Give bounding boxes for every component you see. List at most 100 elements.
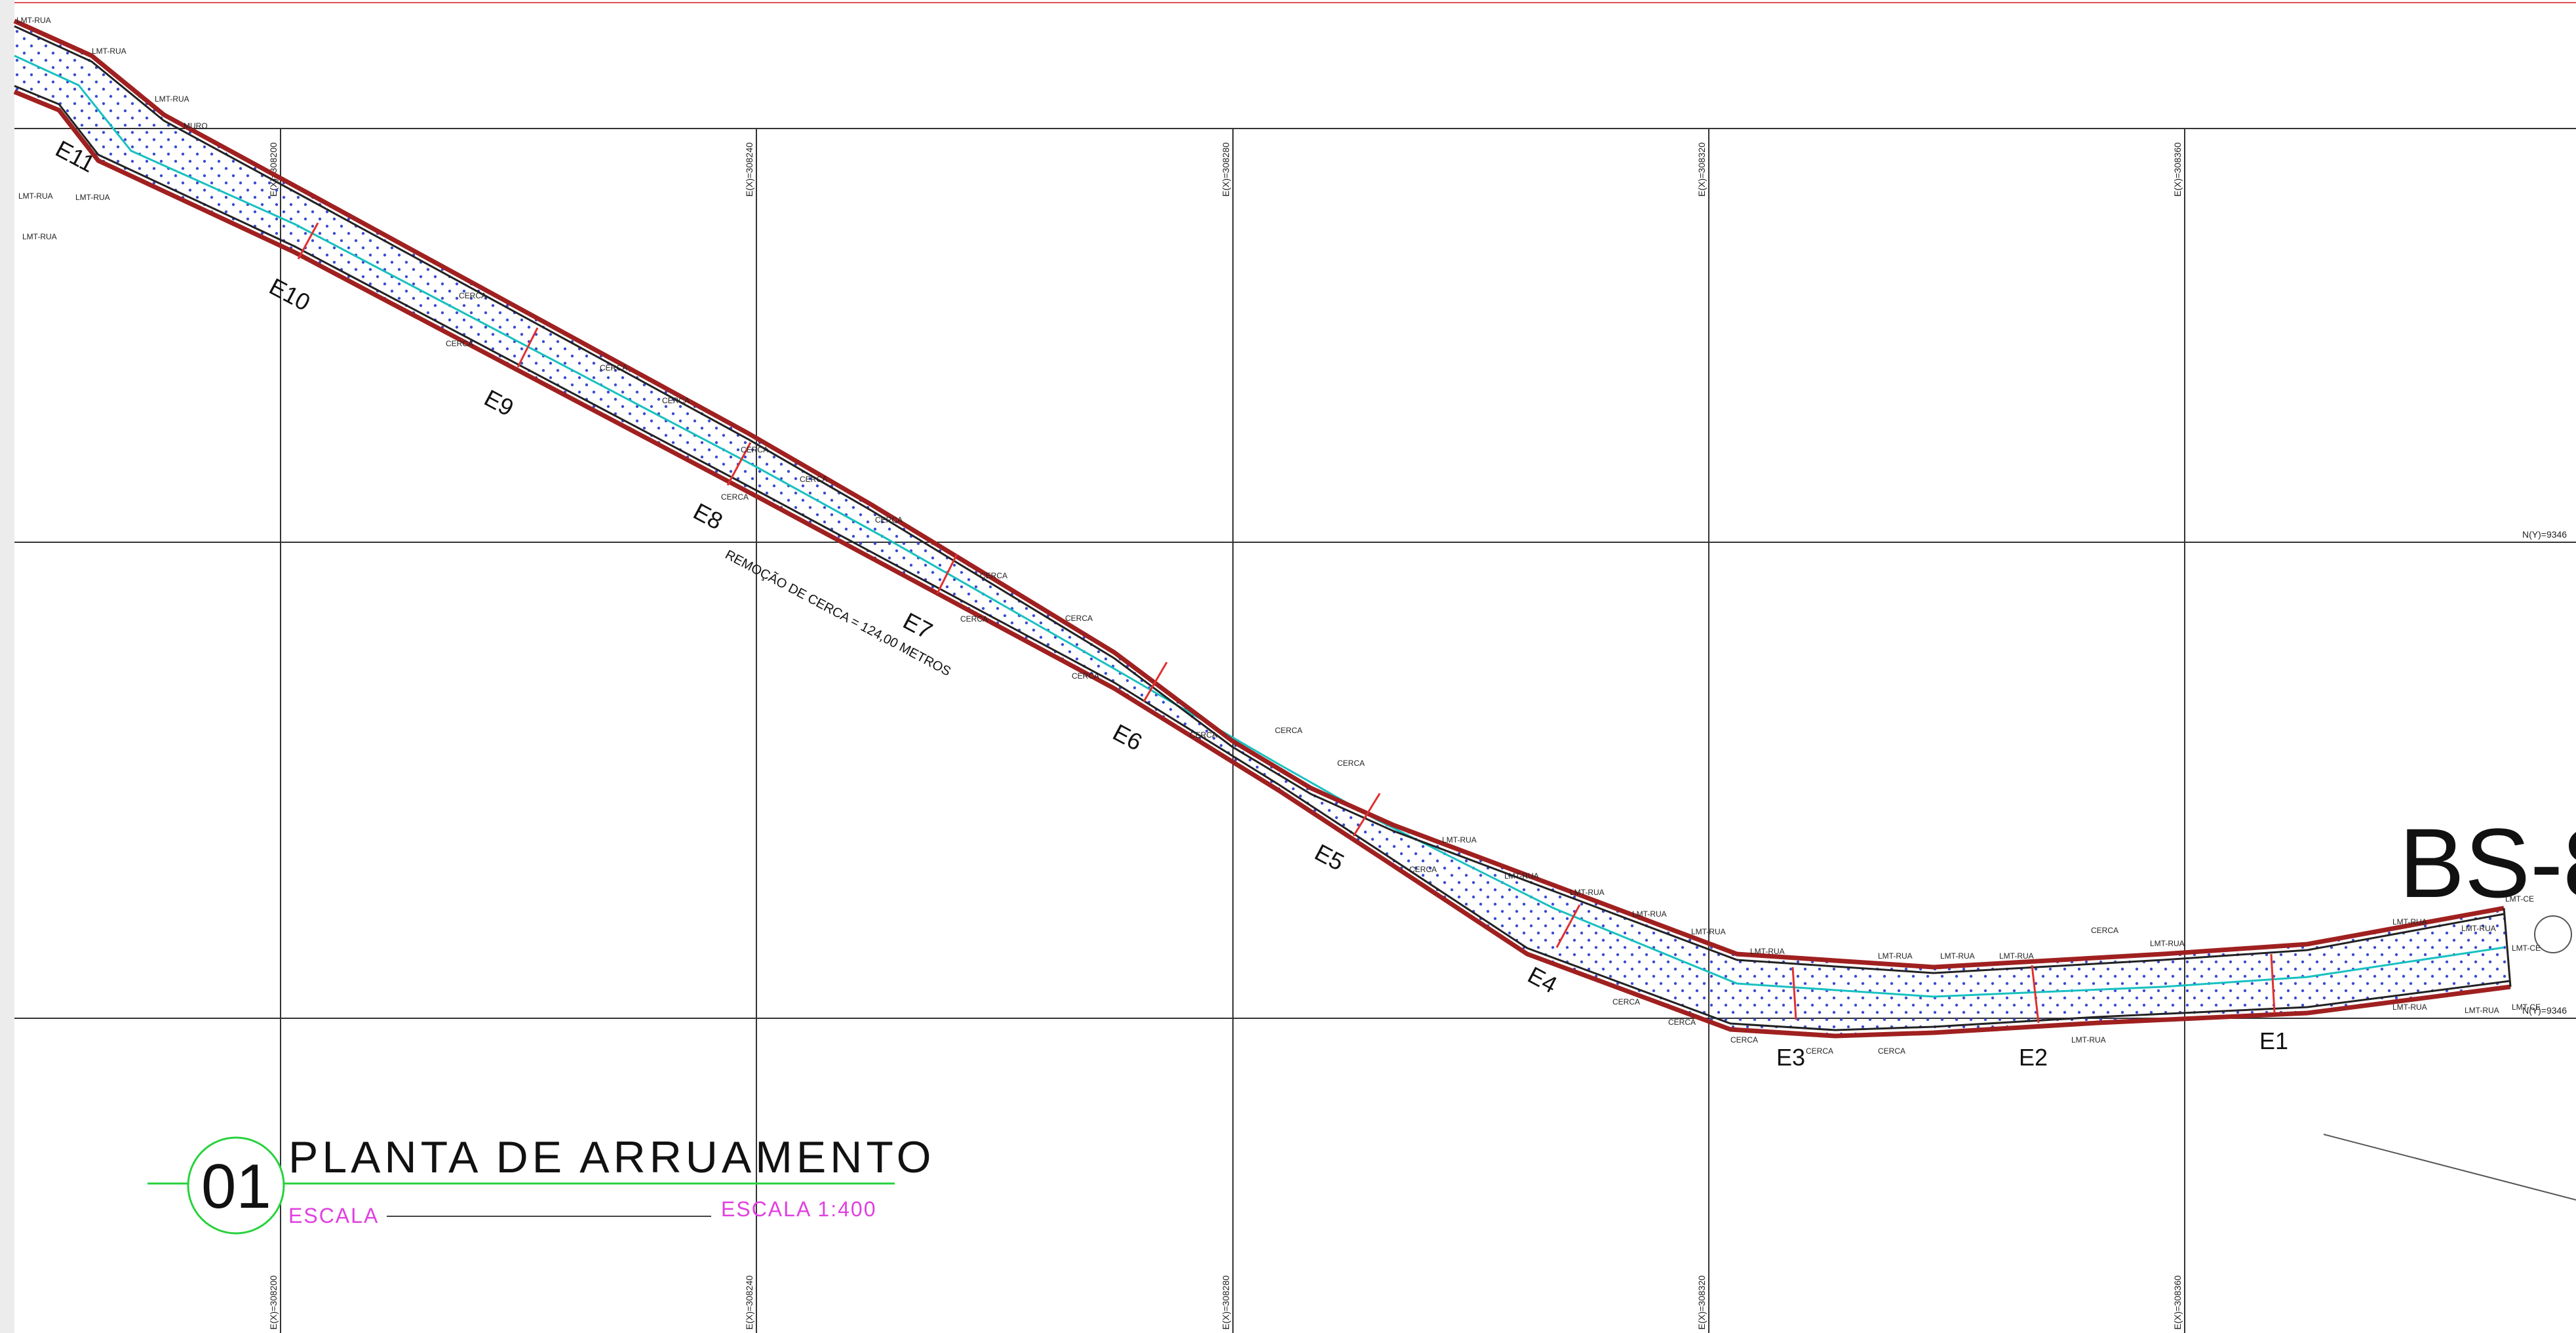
annotation-lmt-rua: LMT-RUA: [155, 94, 189, 104]
station-label-e9: E9: [480, 384, 518, 422]
section-cuts: [297, 222, 2276, 1024]
fence-line-north: [14, 25, 2505, 974]
annotation-cerca: CERCA: [1275, 726, 1302, 735]
fence-line-south: [14, 85, 2511, 1031]
annotation-lmt-rua: LMT-RUA: [22, 232, 57, 241]
easting-label: E(X)=308200: [268, 1275, 279, 1330]
annotation-lmt-rua: LMT-RUA: [1750, 947, 1785, 956]
sheet-number: 01: [201, 1151, 271, 1222]
northing-label: N(Y)=9346: [2522, 529, 2567, 540]
annotation-cerca: CERCA: [1337, 759, 1365, 768]
annotation-lmt-rua: LMT-RUA: [2465, 1006, 2499, 1015]
annotation-lmt-rua: LMT-RUA: [1940, 951, 1975, 961]
street-limit-south: [13, 89, 2511, 1039]
annotation-cerca: CERCA: [459, 291, 486, 300]
section-cut: [1352, 793, 1381, 837]
station-label-e2: E2: [2019, 1044, 2048, 1071]
easting-label: E(X)=308280: [1220, 1275, 1231, 1330]
section-cut: [1791, 966, 1797, 1020]
station-label-e6: E6: [1108, 719, 1146, 756]
road-corridor-end-cap: [2503, 907, 2512, 987]
station-label-e10: E10: [265, 273, 315, 316]
section-cut: [2270, 953, 2276, 1014]
annotation-lmt-cerca: LMT-CE: [2512, 1003, 2541, 1012]
annotation-cerca: CERCA: [1065, 614, 1093, 623]
annotation-lmt-rua: LMT-RUA: [16, 16, 51, 25]
annotation-lmt-rua: LMT-RUA: [2392, 1003, 2427, 1012]
annotation-lmt-rua: LMT-RUA: [2071, 1035, 2106, 1045]
easting-label: E(X)=308240: [744, 142, 754, 197]
section-cut: [726, 442, 752, 486]
annotation-lmt-rua: LMT-RUA: [2392, 917, 2427, 926]
annotation-lmt-rua: LMT-RUA: [2150, 939, 2185, 948]
annotation-cerca: CERCA: [2091, 926, 2118, 935]
annotation-cerca: CERCA: [1190, 730, 1217, 740]
station-label-e3: E3: [1776, 1044, 1805, 1071]
annotation-lmt-rua: LMT-RUA: [1632, 909, 1667, 919]
annotation-lmt-rua: LMT-RUA: [1504, 871, 1539, 881]
easting-label: E(X)=308360: [2172, 1275, 2183, 1330]
annotation-lmt-rua: LMT-RUA: [18, 191, 53, 201]
northing-label: N(Y)=9346: [2522, 1005, 2567, 1016]
map-code-label: BS-8: [2399, 808, 2576, 918]
annotation-lmt-rua: LMT-RUA: [2461, 924, 2496, 933]
annotation-cerca: CERCA: [600, 363, 627, 372]
annotation-lmt-rua: LMT-RUA: [92, 47, 127, 56]
annotation-cerca: CERCA: [1409, 865, 1437, 874]
station-label-e8: E8: [689, 498, 727, 535]
annotation-cerca: CERCA: [1668, 1018, 1696, 1027]
coordinate-grid: [14, 128, 2576, 1333]
street-limit-north: [13, 18, 2505, 970]
left-margin: [0, 0, 14, 1333]
annotation-cerca: CERCA: [446, 339, 473, 348]
section-cut: [2031, 965, 2040, 1024]
annotation-cerca: CERCA: [741, 445, 768, 454]
easting-label: E(X)=308360: [2172, 142, 2183, 197]
section-cut: [1555, 904, 1581, 948]
annotation-lmt-cerca: LMT-CE: [2512, 944, 2541, 953]
easting-label: E(X)=308240: [744, 1275, 754, 1330]
annotation-cerca: CERCA: [662, 396, 690, 405]
station-label-e5: E5: [1310, 839, 1348, 876]
annotation-lmt-rua: LMT-RUA: [75, 193, 110, 202]
annotation-cerca: CERCA: [1612, 997, 1640, 1006]
annotation-lmt-rua: LMT-RUA: [1570, 888, 1605, 897]
sheet-number-circle: [187, 1136, 285, 1235]
annotation-lmt-cerca: LMT-CE: [2505, 894, 2534, 904]
annotation-lmt-rua: LMT-RUA: [1878, 951, 1913, 961]
annotation-lmt-rua: LMT-RUA: [1691, 927, 1726, 936]
annotation-cerca: CERCA: [960, 614, 988, 624]
annotation-cerca: CERCA: [1806, 1046, 1833, 1056]
annotation-cerca: CERCA: [1730, 1035, 1758, 1045]
easting-labels-bottom: E(X)=308200 E(X)=308240 E(X)=308280 E(X)…: [268, 1275, 2183, 1330]
section-cut: [936, 553, 958, 594]
annotation-cerca: CERCA: [1878, 1046, 1905, 1056]
station-label-e7: E7: [899, 607, 937, 645]
scale-label: ESCALA: [288, 1204, 379, 1227]
annotation-cerca: CERCA: [1072, 671, 1099, 681]
annotation-lmt-rua: LMT-RUA: [1999, 951, 2034, 961]
annotation-cerca: CERCA: [800, 475, 827, 484]
leader-line: [2323, 1134, 2576, 1201]
easting-labels-top: E(X)=308200 E(X)=308240 E(X)=308280 E(X)…: [268, 142, 2183, 197]
section-cut: [1142, 662, 1168, 702]
annotation-cerca: CERCA: [721, 492, 749, 502]
sheet-title: PLANTA DE ARRUAMENTO: [288, 1132, 935, 1182]
road-surface-hatch: [14, 21, 2510, 1036]
easting-label: E(X)=308280: [1220, 142, 1231, 197]
section-cut: [517, 327, 539, 368]
section-marker-circle: [2534, 915, 2572, 953]
section-cut: [297, 222, 319, 260]
annotation-cerca: CERCA: [980, 571, 1007, 580]
scale-value: ESCALA 1:400: [721, 1197, 876, 1221]
annotation-lmt-rua: LMT-RUA: [1442, 835, 1477, 845]
road-centerline: [14, 54, 2505, 998]
feature-annotations: LMT-RUA LMT-RUA LMT-RUA MURO LMT-RUA LMT…: [16, 16, 2541, 1056]
annotation-muro: MURO: [184, 121, 208, 130]
easting-label: E(X)=308320: [1696, 1275, 1707, 1330]
station-label-e1: E1: [2259, 1027, 2288, 1054]
annotation-cerca: CERCA: [875, 515, 903, 525]
easting-label: E(X)=308320: [1696, 142, 1707, 197]
road-corridor: [13, 18, 2512, 1039]
